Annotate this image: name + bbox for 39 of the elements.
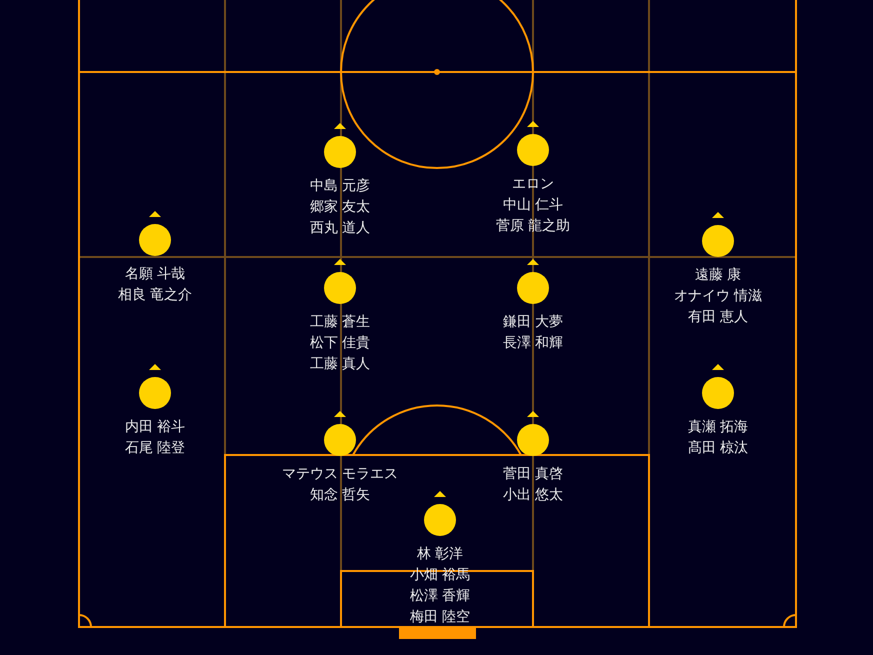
player-name: 知念 哲矢 [310,486,370,505]
player-name: 石尾 陸登 [124,439,186,458]
player-name: 長澤 和輝 [502,334,564,353]
player-marker-icon [323,123,357,169]
player-name: 西丸 道人 [310,219,370,238]
player-marker-icon [701,212,735,258]
player-name: エロン [512,175,554,194]
player-marker-icon [138,211,172,257]
player-name: 工藤 蒼生 [310,313,370,332]
player-name: 真瀬 拓海 [688,418,748,437]
player-name: 中島 元彦 [310,177,370,196]
player-marker-icon [516,411,550,457]
player-name: 梅田 陸空 [410,608,470,627]
player-marker-icon [423,491,457,537]
player-name: 鎌田 大夢 [502,313,564,332]
player-name: オナイウ 情滋 [674,287,762,306]
player-name: 中山 仁斗 [502,196,564,215]
player-name: 小畑 裕馬 [410,566,470,585]
player-name: 髙田 椋汰 [688,439,748,458]
player-marker-icon [138,364,172,410]
player-name: 松澤 香輝 [410,587,470,606]
player-marker-icon [323,259,357,305]
player-name: 工藤 真人 [310,355,370,374]
player-name: マテウス モラエス [282,465,398,484]
player-name: 菅田 真啓 [502,465,564,484]
player-name: 松下 佳貴 [310,334,370,353]
player-marker-icon [516,121,550,167]
player-name: 相良 竜之介 [118,286,192,305]
player-name: 郷家 友太 [310,198,370,217]
player-name: 菅原 龍之助 [496,217,570,236]
player-name: 林 彰洋 [416,545,464,564]
player-name: 内田 裕斗 [124,418,186,437]
player-marker-icon [323,411,357,457]
player-name: 有田 恵人 [688,308,748,327]
player-marker-icon [516,259,550,305]
player-name: 小出 悠太 [502,486,564,505]
player-name: 遠藤 康 [694,266,742,285]
player-marker-icon [701,364,735,410]
player-name: 名願 斗哉 [124,265,186,284]
